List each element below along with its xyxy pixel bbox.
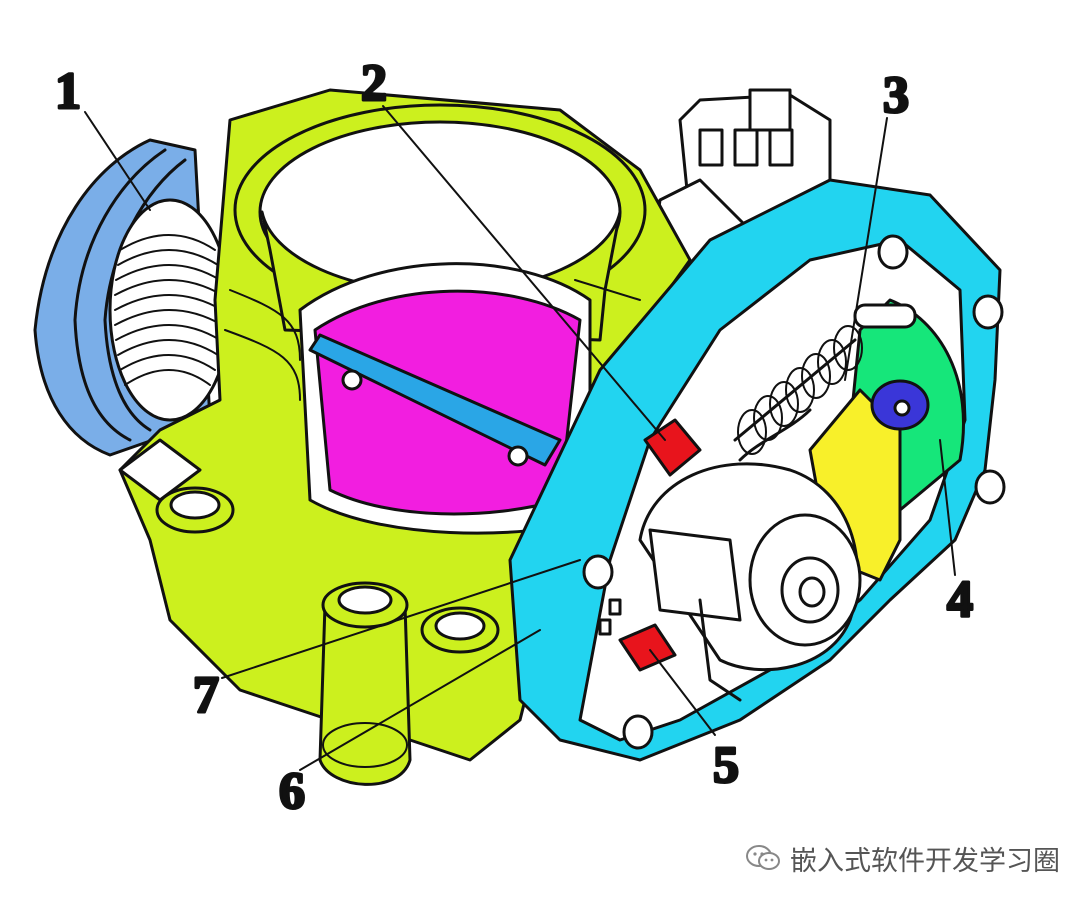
callout-1: 1 bbox=[55, 63, 81, 120]
watermark: 嵌入式软件开发学习圈 bbox=[744, 838, 1060, 878]
callout-3: 3 bbox=[883, 67, 909, 124]
callout-2: 2 bbox=[361, 55, 387, 112]
motor bbox=[638, 462, 862, 702]
drive-pinion bbox=[870, 379, 930, 431]
callout-6: 6 bbox=[279, 763, 305, 820]
callout-4: 4 bbox=[947, 571, 973, 628]
return-spring bbox=[733, 303, 917, 462]
watermark-text: 嵌入式软件开发学习圈 bbox=[790, 845, 1060, 877]
wechat-icon bbox=[746, 845, 780, 870]
leader-lines bbox=[84, 105, 956, 771]
callout-5: 5 bbox=[713, 737, 739, 794]
position-sensors bbox=[598, 418, 702, 672]
callout-7: 7 bbox=[193, 667, 219, 724]
